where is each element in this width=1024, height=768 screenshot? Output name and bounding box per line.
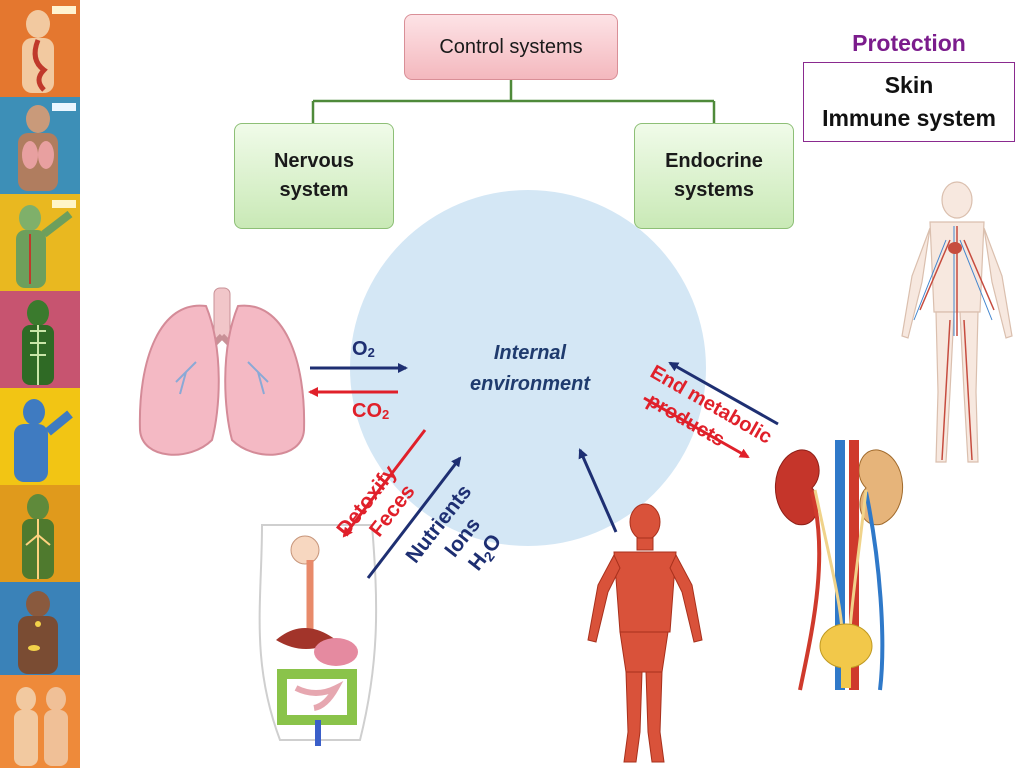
- co2-label: CO2: [352, 400, 389, 423]
- nervous-line-2: system: [279, 179, 349, 201]
- co2-subscript: 2: [382, 407, 390, 422]
- endocrine-line-1: Endocrine: [665, 150, 763, 172]
- urinary-system-illustration: [774, 440, 904, 691]
- strip-respiratory: [0, 97, 80, 194]
- o2-label: O2: [352, 338, 375, 361]
- digestive-system-illustration: [258, 524, 378, 746]
- body-systems-strip: [0, 0, 80, 768]
- protection-title: Protection: [852, 30, 966, 56]
- control-tree-lines: [311, 79, 716, 123]
- internal-environment-label: Internal environment: [440, 338, 620, 400]
- nutrients-in-arrow: [366, 456, 462, 579]
- strip-digestive: [0, 0, 80, 97]
- strip-muscular: [0, 388, 80, 485]
- nervous-system-box: Nervous system: [234, 123, 394, 229]
- kidney-in-arrow: [668, 361, 779, 426]
- strip-endocrine: [0, 582, 80, 675]
- nervous-line-1: Nervous: [273, 150, 355, 172]
- strip-skeletal: [0, 291, 80, 388]
- internal-environment-circle: [350, 190, 706, 546]
- center-line-1: Internal: [493, 342, 567, 364]
- strip-reproductive: [0, 675, 80, 768]
- o2-subscript: 2: [367, 345, 375, 360]
- center-line-2: environment: [469, 373, 591, 395]
- co2-text: CO: [352, 400, 382, 422]
- detoxify-out-arrow: [342, 429, 427, 538]
- protection-box: Skin Immune system: [803, 62, 1015, 142]
- lungs-illustration: [138, 287, 306, 456]
- control-systems-box: Control systems: [404, 14, 618, 80]
- endocrine-line-2: systems: [673, 179, 755, 201]
- endocrine-systems-box: Endocrine systems: [634, 123, 794, 229]
- protection-item-immune: Immune system: [822, 105, 996, 131]
- muscle-in-arrow: [578, 448, 618, 533]
- muscular-body-illustration: [587, 503, 703, 763]
- control-systems-title: Control systems: [439, 35, 583, 58]
- metabolic-out-arrow: [643, 396, 750, 459]
- strip-circulatory: [0, 194, 80, 291]
- protection-item-skin: Skin: [884, 72, 934, 98]
- circulatory-body-illustration: [901, 181, 1013, 463]
- o2-text: O: [352, 338, 368, 360]
- strip-nervous: [0, 485, 80, 582]
